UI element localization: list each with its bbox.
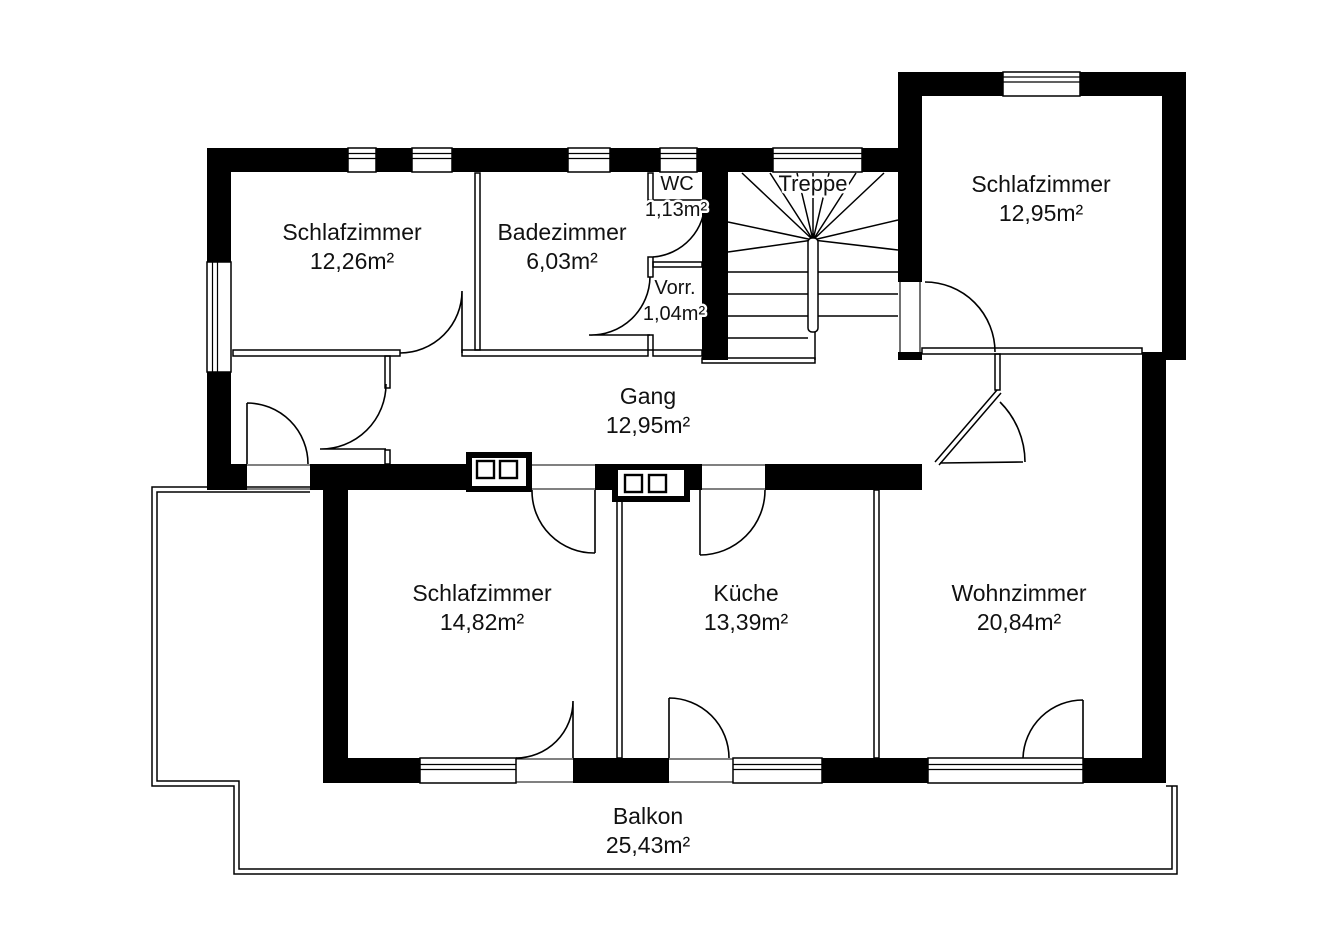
- door-balcony-schlafzimmer-sw: [515, 700, 574, 759]
- window-bottom-bedroom-sw: [419, 757, 517, 784]
- doors: [246, 199, 1084, 759]
- label-gang-area: 12,95m²: [606, 412, 691, 438]
- windows: [206, 71, 1084, 784]
- label-gang-name: Gang: [620, 383, 676, 409]
- label-wohnzimmer-area: 20,84m²: [977, 609, 1062, 635]
- window-left-bedroom-nw: [206, 261, 232, 373]
- window-top-bedroom-ne: [1002, 71, 1081, 97]
- label-schlafzimmer-ne-area: 12,95m²: [999, 200, 1084, 226]
- balcony-outline: [151, 486, 1178, 875]
- door-wohnzimmer-entry: [939, 401, 1026, 464]
- stair-newel: [807, 237, 819, 333]
- door-balcony-wohnzimmer: [1022, 699, 1084, 759]
- door-thresholds: [247, 282, 921, 783]
- label-badezimmer-name: Badezimmer: [497, 219, 626, 245]
- label-balkon-area: 25,43m²: [606, 832, 691, 858]
- label-kueche-area: 13,39m²: [704, 609, 789, 635]
- window-top-5-stairs: [772, 147, 863, 173]
- label-schlafzimmer-ne-name: Schlafzimmer: [971, 171, 1111, 197]
- door-wc: [652, 199, 706, 258]
- diagonal-entry-wall: [934, 389, 1002, 466]
- walls-thin: [232, 172, 1143, 759]
- stair-treads-left: [728, 271, 808, 339]
- door-schlafzimmer-sw: [531, 489, 596, 554]
- label-vorraum-name: Vorr.: [654, 277, 695, 299]
- label-schlafzimmer-sw-name: Schlafzimmer: [412, 580, 552, 606]
- door-vorraum: [588, 276, 651, 336]
- chimney-kueche: [612, 464, 690, 502]
- balcony-inner-line: [156, 491, 1173, 870]
- label-wohnzimmer-name: Wohnzimmer: [951, 580, 1086, 606]
- door-badezimmer: [399, 290, 463, 354]
- stair-treads-right: [818, 271, 898, 295]
- label-balkon-name: Balkon: [613, 803, 683, 829]
- label-wc-area: 1,13m²: [645, 199, 708, 221]
- window-bottom-kueche: [732, 757, 823, 784]
- label-schlafzimmer-nw-name: Schlafzimmer: [282, 219, 422, 245]
- label-schlafzimmer-nw-area: 12,26m²: [310, 248, 395, 274]
- label-badezimmer-area: 6,03m²: [526, 248, 598, 274]
- window-bottom-wohnzimmer: [927, 757, 1084, 784]
- label-wc-name: WC: [660, 173, 693, 195]
- chimney-gang: [466, 452, 532, 492]
- label-kueche-name: Küche: [713, 580, 778, 606]
- door-gang-vestibule: [319, 383, 387, 450]
- window-top-3: [567, 147, 611, 173]
- stair-landing: [814, 315, 898, 360]
- window-top-2: [411, 147, 453, 173]
- door-balcony-vestibule: [246, 402, 309, 465]
- window-top-4-wc: [659, 147, 698, 173]
- staircase: [727, 172, 899, 360]
- room-labels: Schlafzimmer 12,26m² Badezimmer 6,03m² W…: [280, 169, 1114, 861]
- stair-winders: [727, 172, 899, 253]
- label-schlafzimmer-sw-area: 14,82m²: [440, 609, 525, 635]
- label-vorraum-area: 1,04m²: [643, 303, 706, 325]
- label-treppe-name: Treppe: [779, 171, 848, 196]
- walls-thick: [207, 72, 1186, 783]
- balcony-outer-line: [151, 486, 1178, 875]
- door-balcony-kueche: [668, 697, 730, 759]
- door-kueche: [699, 489, 766, 556]
- window-top-1: [347, 147, 377, 173]
- door-schlafzimmer-ne: [924, 281, 996, 353]
